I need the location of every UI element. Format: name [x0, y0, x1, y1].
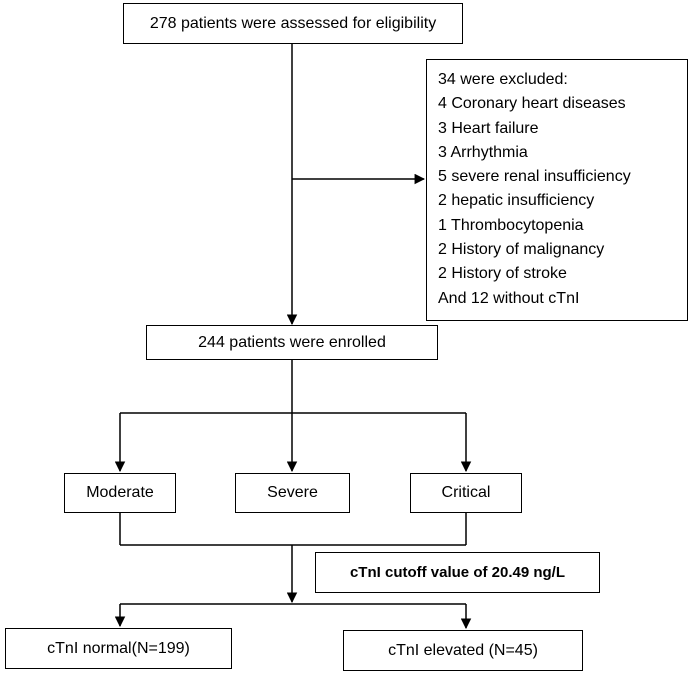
enrolled-box: 244 patients were enrolled	[146, 325, 438, 360]
elevated-box: cTnI elevated (N=45)	[343, 630, 583, 671]
cutoff-text: cTnI cutoff value of 20.49 ng/L	[349, 564, 566, 581]
excluded-item: 2 History of stroke	[438, 265, 567, 283]
assessed-text: 278 patients were assessed for eligibili…	[149, 14, 437, 32]
excluded-item: 4 Coronary heart diseases	[438, 95, 626, 113]
critical-text: Critical	[441, 484, 491, 501]
excluded-item: 5 severe renal insufficiency	[438, 168, 631, 186]
excluded-box: 34 were excluded: 4 Coronary heart disea…	[426, 59, 688, 321]
excluded-header: 34 were excluded:	[438, 71, 568, 88]
enrolled-text: 244 patients were enrolled	[198, 333, 386, 351]
excluded-item: 3 Arrhythmia	[438, 143, 528, 161]
normal-box: cTnI normal(N=199)	[5, 628, 232, 669]
cutoff-box: cTnI cutoff value of 20.49 ng/L	[315, 552, 600, 593]
moderate-text: Moderate	[86, 484, 154, 501]
excluded-item: And 12 without cTnI	[438, 289, 580, 307]
severe-box: Severe	[235, 473, 350, 513]
excluded-item: 2 hepatic insufficiency	[438, 192, 595, 210]
excluded-item: 3 Heart failure	[438, 119, 539, 137]
moderate-box: Moderate	[64, 473, 176, 513]
critical-box: Critical	[410, 473, 522, 513]
elevated-text: cTnI elevated (N=45)	[388, 641, 538, 659]
severe-text: Severe	[267, 484, 318, 501]
normal-text: cTnI normal(N=199)	[47, 639, 190, 657]
excluded-item: 2 History of malignancy	[438, 241, 605, 259]
excluded-item: 1 Thrombocytopenia	[438, 216, 584, 234]
assessed-box: 278 patients were assessed for eligibili…	[123, 3, 463, 44]
